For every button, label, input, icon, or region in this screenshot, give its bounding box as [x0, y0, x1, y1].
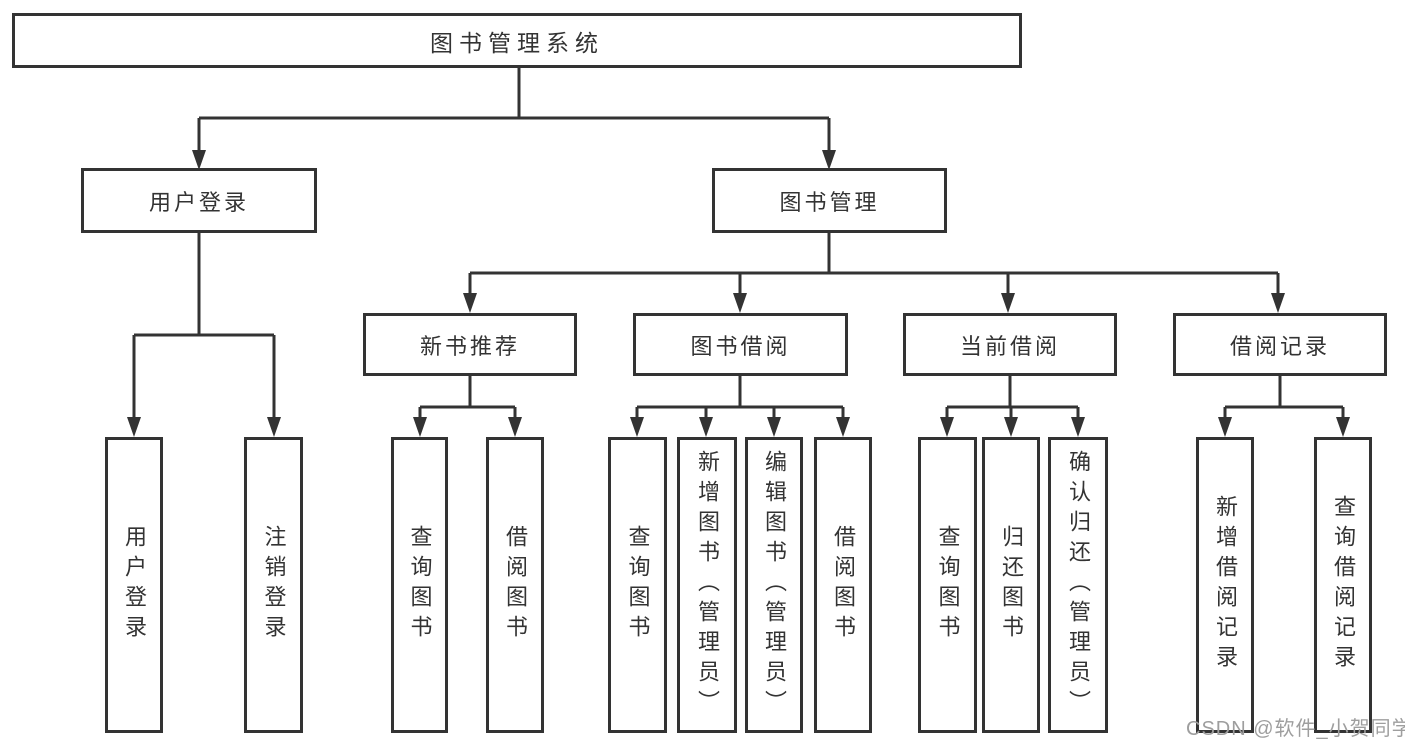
leaf-borrow-books-recommend: 借阅图书 — [486, 437, 544, 733]
leaf-add-borrow-record-label: 新增借阅记录 — [1213, 495, 1238, 675]
node-user-login-label: 用户登录 — [148, 189, 249, 215]
connector-book-borrowing-children — [630, 376, 850, 437]
connector-new-book-children — [413, 376, 522, 437]
node-borrowing-records-label: 借阅记录 — [1229, 333, 1330, 359]
node-book-borrowing-label: 图书借阅 — [690, 333, 791, 359]
leaf-query-books-borrowing: 查询图书 — [608, 437, 667, 733]
leaf-add-borrow-record: 新增借阅记录 — [1196, 437, 1254, 733]
leaf-confirm-return-admin-label: 确认归还（管理员） — [1066, 450, 1091, 720]
node-current-borrowing-label: 当前借阅 — [959, 333, 1060, 359]
leaf-logout-label: 注销登录 — [261, 525, 287, 645]
leaf-add-book-admin-label: 新增图书（管理员） — [695, 450, 720, 720]
leaf-query-borrow-record-label: 查询借阅记录 — [1331, 495, 1356, 675]
leaf-edit-book-admin: 编辑图书（管理员） — [745, 437, 803, 733]
leaf-add-book-admin: 新增图书（管理员） — [677, 437, 737, 733]
leaf-return-book: 归还图书 — [982, 437, 1040, 733]
node-user-login: 用户登录 — [81, 168, 317, 233]
connector-borrowing-records-children — [1218, 376, 1350, 437]
node-library-system-label: 图书管理系统 — [430, 29, 604, 56]
leaf-query-books-borrowing-label: 查询图书 — [625, 525, 651, 645]
node-book-borrowing: 图书借阅 — [633, 313, 848, 376]
leaf-query-books-current-label: 查询图书 — [935, 525, 961, 645]
node-current-borrowing: 当前借阅 — [903, 313, 1117, 376]
leaf-query-books-current: 查询图书 — [918, 437, 977, 733]
csdn-watermark: CSDN @软件_小贺同学 — [1186, 718, 1405, 740]
leaf-confirm-return-admin: 确认归还（管理员） — [1048, 437, 1108, 733]
leaf-user-login-label: 用户登录 — [122, 525, 147, 645]
connector-book-management-children — [463, 233, 1285, 313]
node-new-book-recommend-label: 新书推荐 — [419, 333, 520, 359]
node-new-book-recommend: 新书推荐 — [363, 313, 577, 376]
node-borrowing-records: 借阅记录 — [1173, 313, 1387, 376]
leaf-user-login: 用户登录 — [105, 437, 163, 733]
leaf-query-books-recommend: 查询图书 — [391, 437, 448, 733]
leaf-query-books-recommend-label: 查询图书 — [407, 525, 433, 645]
leaf-borrow-books-borrowing-label: 借阅图书 — [831, 525, 856, 645]
connector-root-to-level2 — [192, 68, 836, 170]
leaf-query-borrow-record: 查询借阅记录 — [1314, 437, 1372, 733]
leaf-borrow-books-borrowing: 借阅图书 — [814, 437, 872, 733]
node-book-management-label: 图书管理 — [779, 189, 880, 215]
node-library-system: 图书管理系统 — [12, 13, 1022, 68]
leaf-logout: 注销登录 — [244, 437, 303, 733]
leaf-return-book-label: 归还图书 — [999, 525, 1024, 645]
connector-user-login-children — [127, 233, 281, 437]
node-book-management: 图书管理 — [712, 168, 947, 233]
leaf-borrow-books-recommend-label: 借阅图书 — [503, 525, 528, 645]
connector-current-borrowing-children — [940, 376, 1085, 437]
leaf-edit-book-admin-label: 编辑图书（管理员） — [762, 450, 787, 720]
